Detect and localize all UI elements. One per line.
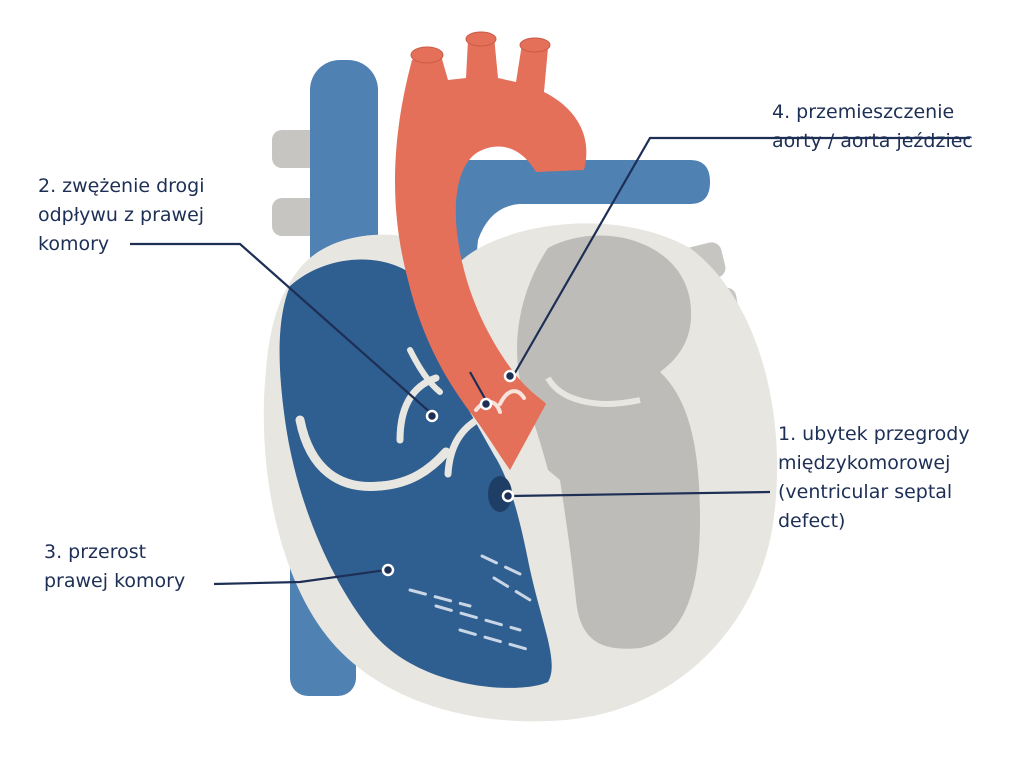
left-vessel-stub-lower (272, 198, 322, 236)
marker-aorta (503, 369, 517, 383)
label-aorta-line2: aorty / aorta jeździec (772, 130, 973, 152)
left-vessel-stub-upper (272, 130, 322, 168)
label-hypertrophy-line1: 3. przerost (44, 541, 147, 563)
pulmonary-artery (440, 160, 710, 320)
left-heart-septum (545, 376, 641, 407)
marker-aorta-valve (479, 397, 493, 411)
label-right-ventricular-hypertrophy: 3. przerost prawej komory (44, 538, 185, 596)
label-stenosis-line3: komory (38, 233, 110, 255)
label-overriding-aorta: 4. przemieszczenie aorty / aorta jeździe… (772, 98, 973, 156)
left-heart-chambers (517, 235, 700, 649)
aorta-branch-1 (410, 46, 444, 64)
label-outflow-stenosis: 2. zwężenie drogi odpływu z prawej komor… (38, 172, 205, 259)
right-atrium-contour (295, 415, 451, 491)
leader-vsd (509, 490, 771, 498)
label-ventricular-septal-defect: 1. ubytek przegrody międzykomorowej (ven… (778, 420, 970, 536)
label-vsd-line3: (ventricular septal (778, 481, 953, 503)
vsd-opening (488, 476, 512, 512)
label-vsd-line4: defect) (778, 510, 846, 532)
label-vsd-line2: międzykomorowej (778, 452, 951, 474)
leader-stenosis (130, 242, 433, 415)
label-stenosis-line1: 2. zwężenie drogi (38, 175, 205, 197)
leader-hypertrophy (213, 568, 387, 586)
label-aorta-line1: 4. przemieszczenie (772, 101, 955, 123)
leader-lines (130, 136, 970, 586)
label-vsd-line1: 1. ubytek przegrody (778, 423, 970, 445)
outflow-fold-2 (444, 414, 484, 478)
label-stenosis-line2: odpływu z prawej (38, 204, 205, 226)
outflow-fold-3 (407, 347, 443, 395)
hypertrophy-marks (408, 554, 532, 652)
leader-aorta (511, 136, 970, 379)
aorta-branch-3 (519, 37, 551, 53)
aorta (395, 36, 587, 470)
marker-hypertrophy (381, 563, 395, 577)
aorta-branch-2 (465, 31, 497, 47)
marker-stenosis (425, 409, 439, 423)
label-hypertrophy-line2: prawej komory (44, 570, 186, 592)
marker-vsd (501, 489, 515, 503)
